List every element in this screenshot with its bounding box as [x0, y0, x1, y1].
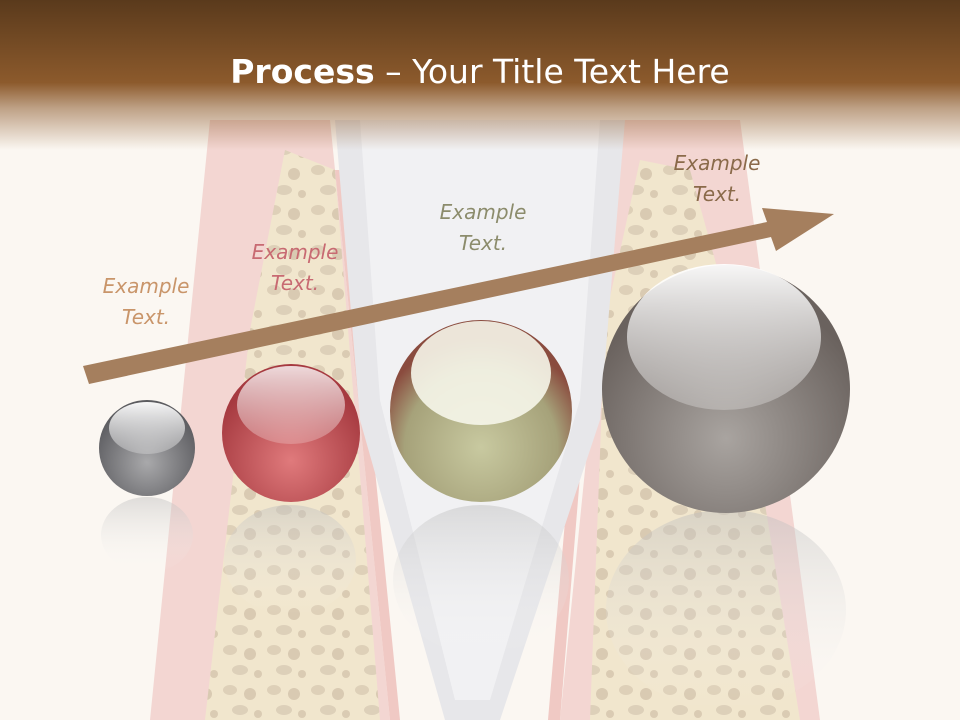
sphere-4-reflection — [606, 510, 846, 710]
title-bar — [0, 0, 960, 150]
step-2-label[interactable]: Example Text. — [251, 240, 339, 295]
slide-title[interactable]: Process – Your Title Text Here — [0, 52, 960, 91]
sphere-1-reflection — [101, 497, 193, 573]
sphere-2[interactable] — [222, 364, 360, 502]
sphere-3-reflection — [393, 505, 569, 655]
trend-arrow — [83, 208, 834, 384]
step-4-label[interactable]: Example Text. — [673, 151, 761, 206]
title-bold: Process — [230, 52, 375, 91]
sphere-4[interactable] — [602, 264, 850, 513]
sphere-1[interactable] — [99, 400, 195, 496]
sphere-3[interactable] — [390, 320, 572, 502]
sphere-2-reflection — [224, 505, 356, 615]
title-rest: – Your Title Text Here — [374, 52, 730, 91]
step-3-label[interactable]: Example Text. — [439, 200, 527, 255]
step-1-label[interactable]: Example Text. — [102, 274, 190, 329]
